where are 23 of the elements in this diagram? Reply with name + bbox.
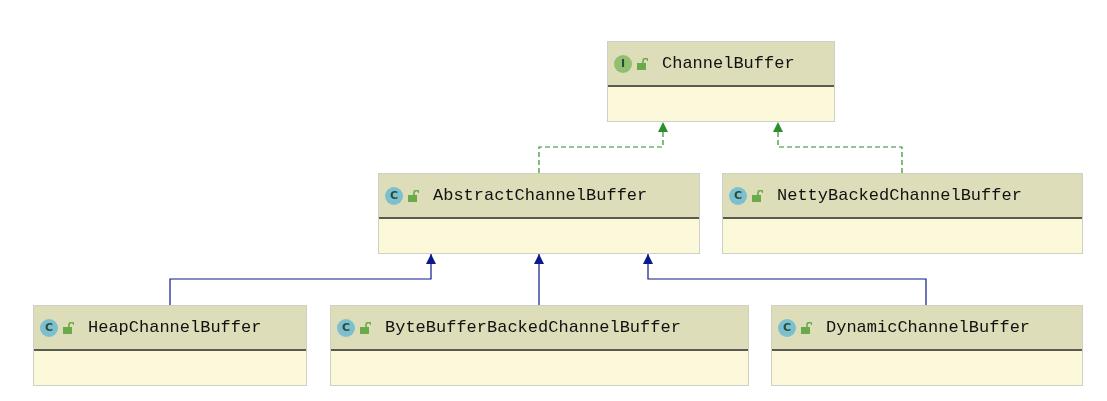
class-name: NettyBackedChannelBuffer xyxy=(777,186,1022,205)
class-name: ByteBufferBackedChannelBuffer xyxy=(385,318,681,337)
inheritance-arrow xyxy=(773,121,903,174)
class-box xyxy=(330,305,749,386)
class-type-badge: C xyxy=(385,186,403,205)
class-name: ChannelBuffer xyxy=(662,54,795,73)
class-name: AbstractChannelBuffer xyxy=(433,186,648,205)
class-box xyxy=(607,41,835,122)
inheritance-arrow xyxy=(534,253,544,306)
class-type-badge: C xyxy=(778,318,796,337)
inheritance-arrow xyxy=(538,121,668,174)
class-type-badge: I xyxy=(614,54,632,73)
class-box xyxy=(771,305,1083,386)
inheritance-arrow xyxy=(643,253,927,306)
class-box xyxy=(33,305,307,386)
class-type-badge: C xyxy=(337,318,355,337)
class-name: DynamicChannelBuffer xyxy=(826,318,1031,337)
class-name: HeapChannelBuffer xyxy=(88,318,262,337)
inheritance-arrow xyxy=(169,253,436,306)
class-box xyxy=(722,173,1083,254)
class-box xyxy=(378,173,700,254)
class-type-badge: C xyxy=(729,186,747,205)
class-type-badge: C xyxy=(40,318,58,337)
